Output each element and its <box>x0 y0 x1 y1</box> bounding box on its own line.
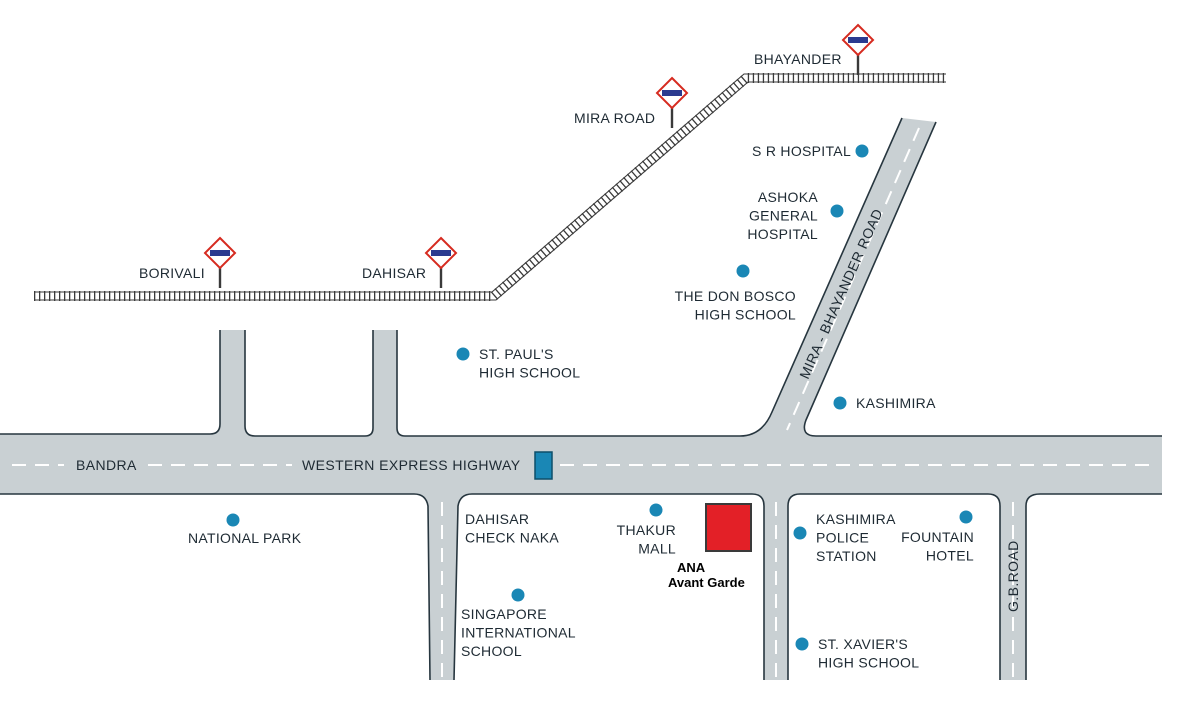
railway-line <box>34 73 946 301</box>
project-marker <box>705 503 752 552</box>
landmark-dot-icon <box>511 588 525 602</box>
landmark-9: KASHIMIRA POLICE STATION <box>793 511 896 564</box>
mira-road-dash <box>786 127 920 431</box>
highway-marker <box>534 451 553 480</box>
road-outlines <box>0 117 1162 681</box>
landmark-3: THE DON BOSCO HIGH SCHOOL <box>675 264 796 323</box>
landmark-label-line: ST. XAVIER'S <box>818 636 908 652</box>
landmark-label-line: MALL <box>638 541 676 557</box>
landmark-label-line: THE DON BOSCO <box>675 288 796 304</box>
station-sign-bar <box>431 250 451 256</box>
station-3: BORIVALI <box>139 236 237 288</box>
landmark-label-line: ASHOKA <box>758 189 819 205</box>
station-2: MIRA ROAD <box>574 76 689 128</box>
highway-label: WESTERN EXPRESS HIGHWAY <box>302 457 521 473</box>
mira-road-edge <box>803 121 1162 437</box>
landmark-dot-icon <box>795 637 809 651</box>
landmark-dot-icon <box>226 513 240 527</box>
landmark-10: FOUNTAIN HOTEL <box>901 510 974 564</box>
highway-end-label: BANDRA <box>76 457 137 473</box>
landmark-label-line: HIGH SCHOOL <box>479 365 580 381</box>
landmark-label-line: HOSPITAL <box>747 226 818 242</box>
road-fill <box>0 118 1162 680</box>
station-sign-bar <box>848 37 868 43</box>
landmark-2: ASHOKA GENERAL HOSPITAL <box>747 189 844 242</box>
landmark-8: THAKUR MALL <box>617 503 676 557</box>
landmark-6: NATIONAL PARK <box>188 513 302 546</box>
station-4: DAHISAR <box>362 236 458 288</box>
naka-road-edge <box>0 493 431 681</box>
station-name: MIRA ROAD <box>574 110 655 126</box>
landmark-label-line: SINGAPORE <box>461 606 547 622</box>
landmark-dot-icon <box>456 347 470 361</box>
landmark-12: ST. XAVIER'S HIGH SCHOOL <box>795 636 919 671</box>
landmark-dot-icon <box>736 264 750 278</box>
landmark-label-line: KASHIMIRA <box>816 511 896 527</box>
station-name: DAHISAR <box>362 265 426 281</box>
gb-road-edge <box>787 493 1001 680</box>
landmark-label-line: STATION <box>816 548 877 564</box>
landmark-label-line: SCHOOL <box>461 643 522 659</box>
landmark-label-line: NATIONAL PARK <box>188 530 302 546</box>
landmark-label-line: POLICE <box>816 530 869 546</box>
station-sign-bar <box>210 250 230 256</box>
lane-dashes <box>12 127 1150 678</box>
railway-rails <box>34 73 946 301</box>
landmark-4: ST. PAUL'S HIGH SCHOOL <box>456 346 580 381</box>
project-road-edge <box>453 493 765 681</box>
landmark-label-line: GENERAL <box>749 208 818 224</box>
landmark-label-line: KASHIMIRA <box>856 395 936 411</box>
landmark-7: DAHISAR CHECK NAKA <box>465 511 559 546</box>
landmark-dot-icon <box>649 503 663 517</box>
landmark-label-line: S R HOSPITAL <box>752 143 851 159</box>
landmark-label-line: ST. PAUL'S <box>479 346 554 362</box>
station-sign-bar <box>662 90 682 96</box>
station-1: BHAYANDER <box>754 23 875 75</box>
landmark-label-line: CHECK NAKA <box>465 530 559 546</box>
borivali-link-edge <box>244 330 374 437</box>
project-name: ANA <box>677 560 706 575</box>
landmark-label-line: THAKUR <box>617 522 676 538</box>
station-name: BHAYANDER <box>754 51 842 67</box>
landmark-dot-icon <box>833 396 847 410</box>
landmark-label-line: DAHISAR <box>465 511 529 527</box>
landmark-dot-icon <box>855 144 869 158</box>
stations: BHAYANDER MIRA ROAD BORIVALI DAHISAR <box>139 23 875 288</box>
landmark-dot-icon <box>959 510 973 524</box>
landmark-label-line: INTERNATIONAL <box>461 625 576 641</box>
station-name: BORIVALI <box>139 265 205 281</box>
project-site: ANA Avant Garde <box>668 503 752 590</box>
highway-bottom-edge-right <box>1025 493 1162 680</box>
railway-path <box>34 73 946 301</box>
landmark-label-line: HOTEL <box>926 548 974 564</box>
landmark-dot-icon <box>830 204 844 218</box>
road-network: BANDRA WESTERN EXPRESS HIGHWAY MIRA - BH… <box>0 117 1162 681</box>
highway-top-edge <box>0 330 221 435</box>
dahisar-link-edge <box>396 117 903 437</box>
landmarks: S R HOSPITAL ASHOKA GENERAL HOSPITAL THE DON… <box>188 143 974 671</box>
gb-road-label: G.B.ROAD <box>1005 540 1021 612</box>
landmark-5: KASHIMIRA <box>833 395 936 411</box>
landmark-label-line: FOUNTAIN <box>901 529 974 545</box>
landmark-dot-icon <box>793 526 807 540</box>
landmark-label-line: HIGH SCHOOL <box>695 307 796 323</box>
project-subtitle: Avant Garde <box>668 575 745 590</box>
landmark-1: S R HOSPITAL <box>752 143 869 159</box>
landmark-11: SINGAPORE INTERNATIONAL SCHOOL <box>461 588 576 659</box>
landmark-label-line: HIGH SCHOOL <box>818 655 919 671</box>
